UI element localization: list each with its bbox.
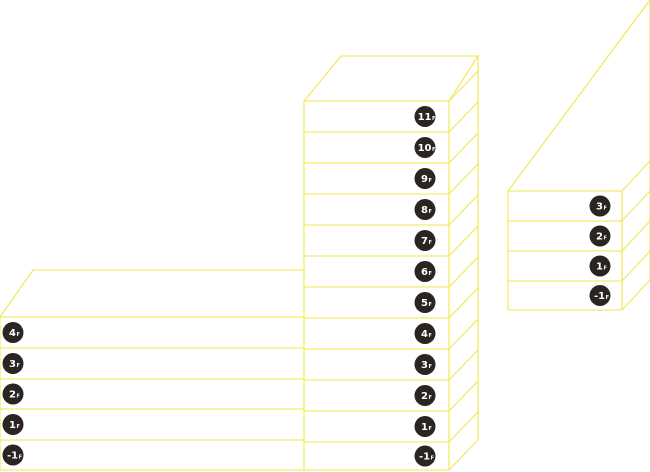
floor-badge-label: 11F [418, 112, 436, 123]
floor-badge-left-3: 3F [2, 353, 24, 374]
floor-badge-label: 1F [421, 422, 432, 433]
floor-badge-label: 4F [421, 329, 432, 340]
floor-badge-label: -1F [419, 451, 434, 462]
floor-badge-circle [414, 137, 436, 158]
tower-side-diagonal [448, 225, 479, 257]
floor-badge-circle [414, 323, 436, 344]
right-block-side-diagonal [621, 279, 650, 311]
tower-side-diagonal [448, 163, 479, 195]
tower-side-diagonal [448, 70, 479, 102]
floor-badge-label: 3F [9, 359, 20, 370]
floor-badge-tower-6: 6F [414, 261, 436, 282]
floor-badge-label: -1F [594, 291, 609, 302]
floor-badge-circle [414, 416, 436, 437]
tower-side-diagonal [448, 380, 479, 412]
right-block-side-diagonal [621, 160, 650, 192]
right-block-side-diagonal [621, 220, 650, 252]
floor-badge-circle [2, 383, 24, 405]
floor-badge-label: 2F [9, 389, 20, 400]
tower-side-diagonal [448, 439, 479, 471]
floor-badge-circle [414, 168, 436, 189]
tower-roof [303, 55, 480, 102]
floor-badge-right-2: 2F [589, 225, 611, 247]
floor-badge-tower-4: 4F [414, 323, 436, 344]
tower-side-diagonal [448, 411, 479, 443]
floor-badge-circle [414, 354, 436, 375]
floor-badge-label: 3F [421, 360, 432, 371]
tower-side-diagonal [448, 101, 479, 133]
floor-badge-label: -1F [7, 450, 22, 461]
floor-badge-circle [414, 199, 436, 220]
floor-badge-right-1: 1F [589, 255, 611, 277]
floor-badge-circle [589, 285, 611, 306]
right-block-roof-diagonal [507, 0, 650, 192]
floor-badge-label: 5F [421, 298, 432, 309]
floor-badge-circle [589, 195, 611, 217]
floor-badge-circle [414, 230, 436, 251]
floor-badge-tower-2: 2F [414, 385, 436, 406]
floor-badge-circle [414, 261, 436, 282]
floor-badge-label: 1F [596, 261, 607, 272]
floor-badge-left--1: -1F [2, 444, 24, 466]
floor-badge-circle [2, 444, 24, 466]
floor-badge-circle [2, 414, 24, 435]
floor-badge-label: 8F [421, 205, 432, 216]
floor-badge-right--1: -1F [589, 285, 611, 306]
right-block-side-diagonal [621, 190, 650, 222]
floor-badge-label: 1F [9, 420, 20, 431]
floor-badge-left-1: 1F [2, 414, 24, 435]
floor-badge-tower-1: 1F [414, 416, 436, 437]
tower-side-diagonal [448, 318, 479, 350]
floor-badge-circle [414, 445, 436, 467]
floor-badge-right-3: 3F [589, 195, 611, 217]
floor-badge-tower-5: 5F [414, 292, 436, 313]
floor-badge-label: 4F [9, 328, 20, 339]
floor-badge-label: 10F [418, 143, 436, 154]
tower-side-diagonal [448, 132, 479, 164]
floor-badge-tower-9: 9F [414, 168, 436, 189]
floor-badge-tower-7: 7F [414, 230, 436, 251]
floor-badge-tower-10: 10F [414, 137, 436, 158]
floor-badge-label: 7F [421, 236, 432, 247]
floor-badge-label: 2F [596, 231, 607, 242]
floor-badge-label: 9F [421, 174, 432, 185]
floor-badge-tower-11: 11F [414, 106, 436, 127]
floor-badge-circle [414, 385, 436, 406]
floor-badge-tower--1: -1F [414, 445, 436, 467]
floor-badges: 11F 10F 9F 8F 7F 6F 5F 4F 3F 2F 1F -1F 4F 3F 2F 1F -1F 3F… [2, 106, 611, 467]
tower-side-diagonal [448, 194, 479, 226]
floor-badge-label: 3F [596, 201, 607, 212]
floor-badge-circle [2, 322, 24, 343]
tower-side-diagonal [448, 256, 479, 288]
floor-badge-circle [589, 255, 611, 277]
floor-badge-label: 2F [421, 391, 432, 402]
floor-badge-circle [589, 225, 611, 247]
floor-badge-circle [414, 106, 436, 127]
floor-badge-tower-3: 3F [414, 354, 436, 375]
right-block-side-diagonal [621, 250, 650, 282]
tower-side-diagonal [448, 349, 479, 381]
floor-badge-circle [2, 353, 24, 374]
floor-badge-label: 6F [421, 267, 432, 278]
floor-badge-circle [414, 292, 436, 313]
floor-badge-tower-8: 8F [414, 199, 436, 220]
left-block-roof [0, 269, 304, 318]
tower-side-diagonal [448, 287, 479, 319]
floor-badge-left-4: 4F [2, 322, 24, 343]
floor-badge-left-2: 2F [2, 383, 24, 405]
